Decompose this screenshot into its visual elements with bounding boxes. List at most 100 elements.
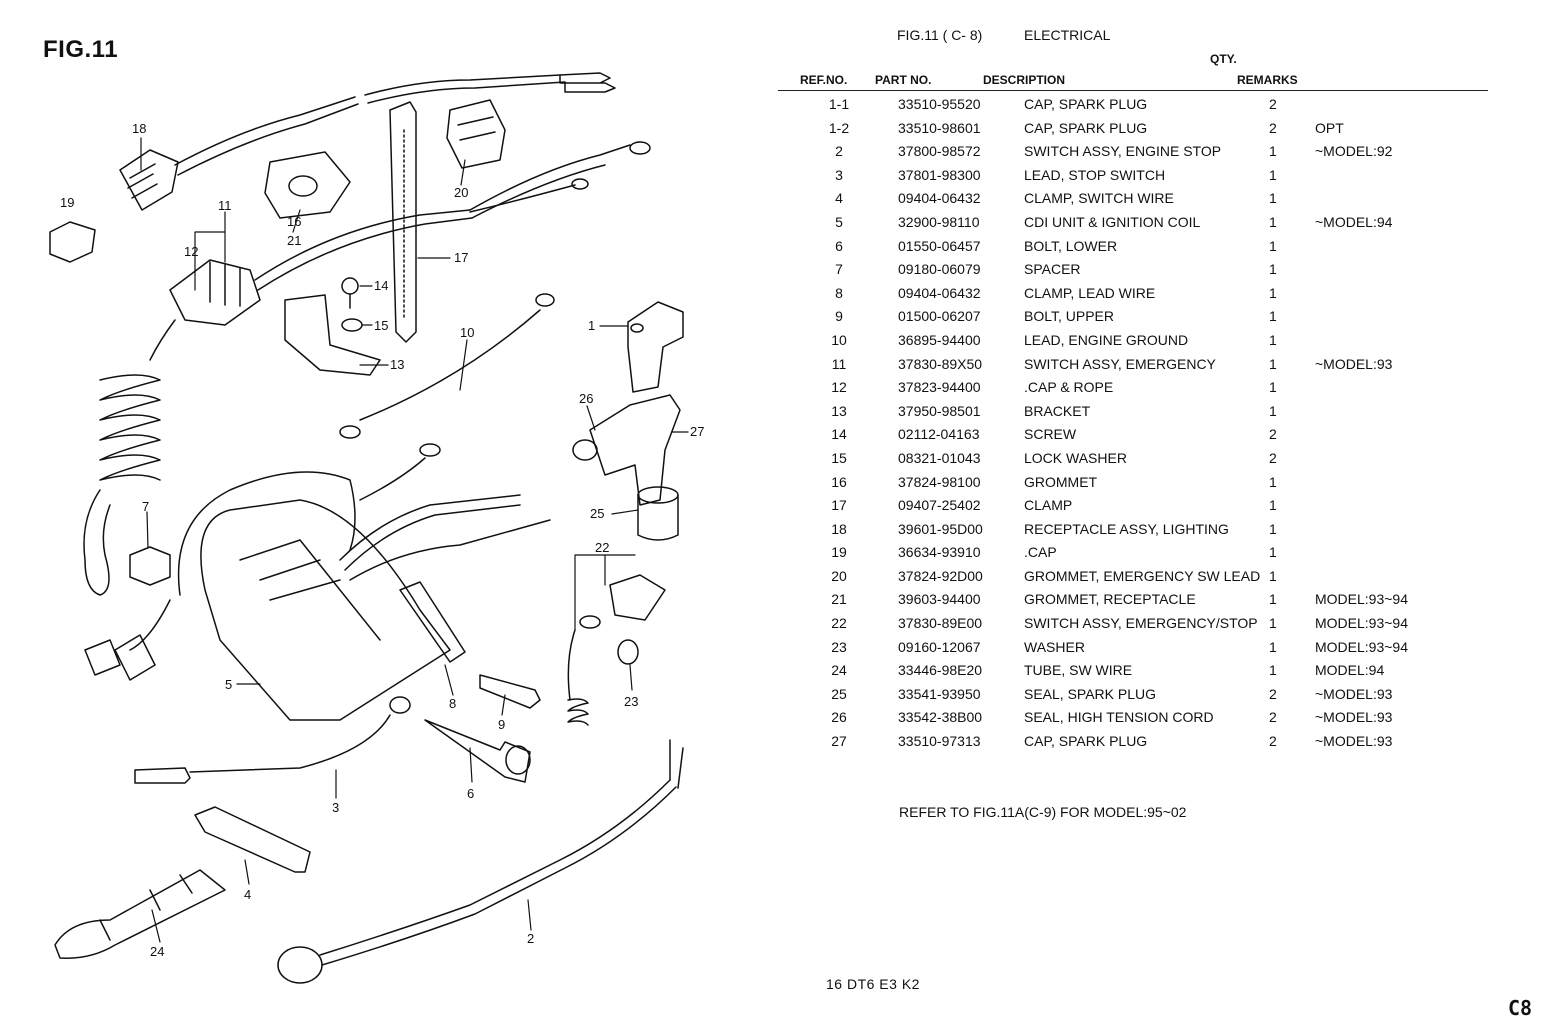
callout-13: 13 [390,357,404,372]
callout-7: 7 [142,499,149,514]
part-16-grommet [264,151,351,219]
qty-cell: 2 [1269,119,1277,136]
description-cell: LEAD, ENGINE GROUND [1024,331,1189,348]
ref-no-cell: 7 [835,261,843,278]
part-10-ground-lead [339,293,555,439]
qty-cell: 1 [1269,166,1277,183]
qty-cell: 1 [1269,237,1277,254]
callout-26: 26 [579,391,593,406]
qty-cell: 1 [1269,143,1277,160]
callout-8: 8 [449,696,456,711]
description-cell: SEAL, SPARK PLUG [1024,685,1157,702]
part-26-27-spark-cap [572,394,681,506]
remarks-cell: MODEL:94 [1315,662,1385,679]
part-11-emergency-switch [83,141,651,596]
part-no-cell: 33542-38B00 [898,709,983,726]
column-part-no: PART NO. [875,73,932,87]
description-cell: GROMMET, RECEPTACLE [1024,591,1196,608]
remarks-cell: MODEL:93~94 [1315,638,1408,655]
description-cell: CAP, SPARK PLUG [1024,119,1148,136]
qty-cell: 1 [1269,567,1277,584]
part-no-cell: 37830-89E00 [898,615,983,632]
figure-title: FIG.11 [43,36,119,63]
qty-cell: 2 [1269,685,1277,702]
qty-cell: 2 [1269,449,1277,466]
description-cell: SWITCH ASSY, EMERGENCY/STOP [1024,615,1258,632]
description-cell: GROMMET [1024,473,1098,490]
ref-no-cell: 8 [835,284,843,301]
ref-no-cell: 5 [835,213,843,230]
qty-cell: 1 [1269,261,1277,278]
callout-16: 16 [287,214,301,229]
part-4-clamp [194,806,311,873]
part-23-washer [617,639,639,665]
ref-no-cell: 21 [831,591,847,608]
description-cell: GROMMET, EMERGENCY SW LEAD [1024,567,1261,584]
ref-no-cell: 16 [831,473,847,490]
description-cell: SCREW [1024,426,1077,443]
description-cell: .CAP & ROPE [1024,379,1114,396]
qty-cell: 1 [1269,213,1277,230]
description-cell: LOCK WASHER [1024,449,1127,466]
remarks-cell: MODEL:93~94 [1315,591,1408,608]
description-cell: TUBE, SW WIRE [1024,662,1133,679]
description-cell: CLAMP, LEAD WIRE [1024,284,1156,301]
callout-1: 1 [588,318,595,333]
part-no-cell: 36895-94400 [898,331,981,348]
part-8-clamp [399,581,466,663]
ref-no-cell: 25 [831,685,847,702]
cdi-output-wires [339,443,551,581]
ref-no-cell: 20 [831,567,847,584]
part-no-cell: 37801-98300 [898,166,981,183]
qty-cell: 2 [1269,709,1277,726]
part-no-cell: 09404-06432 [898,190,981,207]
qty-cell: 1 [1269,402,1277,419]
qty-cell: 1 [1269,308,1277,325]
remarks-cell: ~MODEL:93 [1315,709,1393,726]
qty-cell: 1 [1269,544,1277,561]
qty-cell: 1 [1269,331,1277,348]
description-cell: BRACKET [1024,402,1091,419]
qty-header: QTY. [1210,52,1237,66]
ref-no-cell: 19 [831,544,847,561]
description-cell: SEAL, HIGH TENSION CORD [1024,709,1214,726]
remarks-cell: ~MODEL:94 [1315,213,1393,230]
qty-cell: 2 [1269,733,1277,750]
callout-20: 20 [454,185,468,200]
part-no-cell: 09404-06432 [898,284,981,301]
part-no-cell: 39601-95D00 [898,520,983,537]
callout-18: 18 [132,121,146,136]
reference-note: REFER TO FIG.11A(C-9) FOR MODEL:95~02 [899,804,1187,820]
ref-no-cell: 23 [831,638,847,655]
callout-15: 15 [374,318,388,333]
remarks-cell: ~MODEL:93 [1315,733,1393,750]
callout-12: 12 [184,244,198,259]
description-cell: WASHER [1024,638,1085,655]
ref-no-cell: 26 [831,709,847,726]
ref-no-cell: 15 [831,449,847,466]
description-cell: CDI UNIT & IGNITION COIL [1024,213,1201,230]
part-no-cell: 33446-98E20 [898,662,983,679]
remarks-cell: ~MODEL:93 [1315,685,1393,702]
ref-no-cell: 13 [831,402,847,419]
part-17-clamp-tie [389,101,417,343]
ref-no-cell: 18 [831,520,847,537]
column-description: DESCRIPTION [983,73,1066,87]
ref-no-cell: 2 [835,143,843,160]
